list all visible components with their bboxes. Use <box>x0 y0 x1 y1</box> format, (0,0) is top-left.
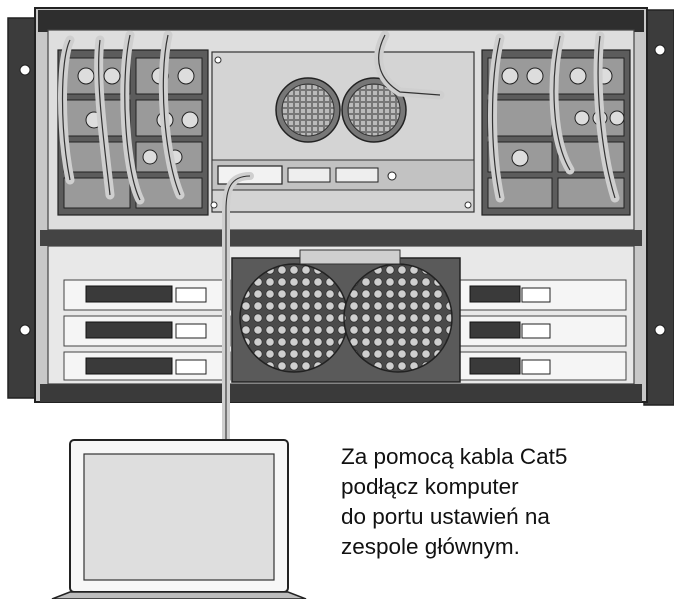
right-io-modules <box>481 49 631 216</box>
left-card-slots <box>63 279 231 381</box>
instruction-caption: Za pomocą kabla Cat5 podłącz komputer do… <box>341 442 671 562</box>
right-card-slots <box>459 279 627 381</box>
caption-line-4: zespole głównym. <box>341 534 520 559</box>
cat5-cable <box>222 172 254 444</box>
fan-tray <box>231 249 461 383</box>
caption-line-3: do portu ustawień na <box>341 504 550 529</box>
caption-line-1: Za pomocą kabla Cat5 <box>341 444 568 469</box>
laptop-icon <box>51 439 307 599</box>
control-panel <box>210 51 475 213</box>
fan-grille <box>275 77 407 143</box>
caption-line-2: podłącz komputer <box>341 474 519 499</box>
